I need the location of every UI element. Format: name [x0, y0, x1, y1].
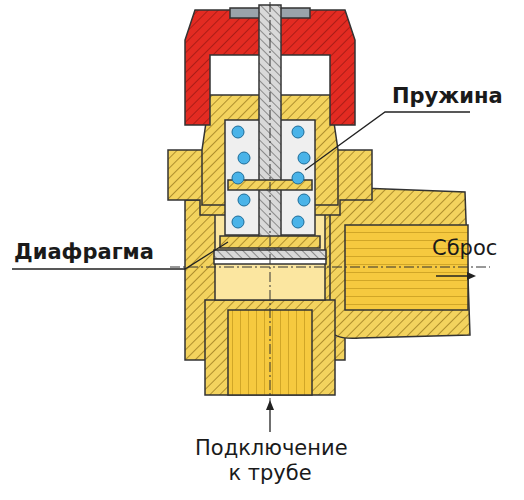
flow-label: Подключение к трубе [195, 436, 345, 486]
spring-coil [232, 216, 244, 228]
spring-coil [298, 152, 310, 164]
part-label: Пружина [392, 84, 503, 109]
part-label: Диафрагма [14, 240, 154, 265]
spring-coil [292, 126, 304, 138]
spring-coil [298, 194, 310, 206]
spring-coil [232, 126, 244, 138]
spring-coil [292, 172, 304, 184]
flow-label: Сброс [432, 236, 497, 261]
spring-coil [238, 152, 250, 164]
spring-coil [292, 216, 304, 228]
spring-coil [232, 172, 244, 184]
spring-coil [238, 194, 250, 206]
